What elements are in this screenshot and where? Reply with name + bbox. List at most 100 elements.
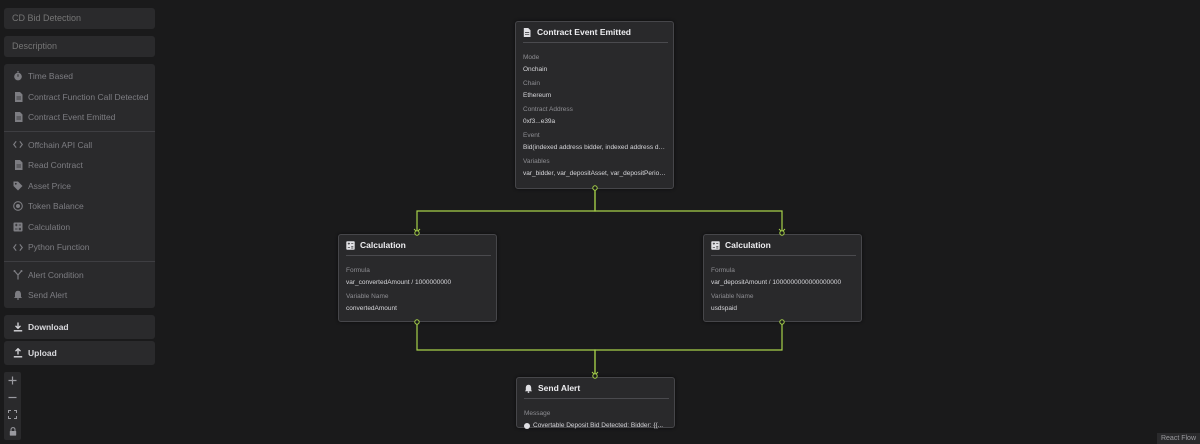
palette-item-label: Read Contract [28,160,83,171]
palette-item-label: Contract Event Emitted [28,112,116,123]
node-title: Calculation [725,240,771,250]
divider [4,260,155,262]
file-icon [13,160,23,171]
field-label: Chain [523,80,540,87]
coins-icon [13,201,23,212]
palette-item-label: Send Alert [28,290,68,301]
calculator-icon [711,240,720,250]
palette-item-label: Asset Price [28,180,71,191]
palette-item-python-function[interactable]: Python Function [4,237,155,258]
field-label: Variable Name [346,293,389,300]
node-send-alert[interactable]: Send Alert Message Covertable Deposit Bi… [516,377,675,429]
plus-icon [8,372,17,390]
field-value: Bid(indexed address bidder, indexed addr… [523,144,666,151]
field-value: var_convertedAmount / 1000000000 [346,279,452,286]
calculator-icon [13,222,23,232]
palette-item-label: Calculation [28,221,71,232]
edge-event-to-calc-left[interactable] [416,188,596,232]
node-header: Calculation [339,235,496,255]
edge-calc-right-to-alert[interactable] [594,322,783,375]
bell-icon [524,384,533,393]
lock-icon [9,423,17,441]
branch-icon [13,269,23,280]
node-contract-event-emitted[interactable]: Contract Event Emitted Mode Onchain Chai… [515,21,674,189]
file-icon [13,112,23,123]
field-value: convertedAmount [346,305,397,312]
palette-item-label: Token Balance [28,201,84,212]
zoom-out-button[interactable] [4,389,21,406]
stopwatch-icon [13,71,23,81]
workflow-description-input[interactable] [4,36,155,57]
field-label: Contract Address [523,106,573,113]
palette-item-contract-event-emitted[interactable]: Contract Event Emitted [4,107,155,128]
palette-item-alert-condition[interactable]: Alert Condition [4,265,155,286]
lock-button[interactable] [4,423,21,440]
node-palette: Time Based Contract Function Call Detect… [4,64,155,308]
fit-view-icon [8,406,17,424]
download-icon [13,322,23,332]
tag-icon [13,181,23,191]
fit-view-button[interactable] [4,406,21,423]
node-body: Formula var_depositAmount / 100000000000… [704,256,861,312]
edge-calc-left-to-alert[interactable] [416,322,596,375]
palette-item-offchain-api-call[interactable]: Offchain API Call [4,135,155,156]
emoji-icon [524,422,530,429]
field-value: var_depositAmount / 1000000000000000000 [711,279,842,286]
palette-item-read-contract[interactable]: Read Contract [4,155,155,176]
upload-icon [13,348,23,358]
node-body: Formula var_convertedAmount / 1000000000… [339,256,496,312]
field-value: Onchain [523,66,548,73]
sidebar: Time Based Contract Function Call Detect… [0,0,160,444]
download-button[interactable]: Download [4,315,155,339]
field-value-row: Covertable Deposit Bid Detected: Bidder:… [524,422,667,429]
divider [524,398,669,399]
node-calculation-right[interactable]: Calculation Formula var_depositAmount / … [703,234,862,322]
file-icon [13,91,23,102]
palette-item-contract-function-call[interactable]: Contract Function Call Detected [4,87,155,108]
react-flow-attribution[interactable]: React Flow [1156,433,1200,444]
minus-icon [8,389,17,407]
field-label: Message [524,410,551,417]
field-value: Ethereum [523,92,552,99]
bell-icon [13,290,23,301]
upload-button[interactable]: Upload [4,341,155,365]
divider [346,255,491,256]
edge-event-to-calc-right[interactable] [594,188,783,232]
field-label: Variable Name [711,293,754,300]
palette-item-label: Contract Function Call Detected [28,91,149,102]
file-icon [523,27,532,37]
field-value: 0xf3...e39a [523,118,556,125]
field-label: Formula [711,267,735,274]
palette-item-send-alert[interactable]: Send Alert [4,285,155,306]
field-value: usdspaid [711,305,738,312]
node-title: Send Alert [538,383,581,393]
workflow-name-input[interactable] [4,8,155,29]
palette-item-asset-price[interactable]: Asset Price [4,176,155,197]
node-header: Contract Event Emitted [516,22,673,42]
node-title: Calculation [360,240,406,250]
zoom-in-button[interactable] [4,372,21,389]
palette-item-label: Offchain API Call [28,139,93,150]
node-calculation-left[interactable]: Calculation Formula var_convertedAmount … [338,234,497,322]
download-label: Download [28,322,69,332]
upload-label: Upload [28,348,57,358]
palette-item-token-balance[interactable]: Token Balance [4,196,155,217]
field-label: Formula [346,267,370,274]
node-body: Mode Onchain Chain Ethereum Contract Add… [516,43,673,177]
palette-item-time-based[interactable]: Time Based [4,66,155,87]
code-icon [13,140,23,150]
palette-item-label: Alert Condition [28,269,84,280]
divider [4,130,155,132]
palette-item-label: Python Function [28,242,90,253]
divider [523,42,668,43]
field-value: Covertable Deposit Bid Detected: Bidder:… [533,422,664,429]
canvas-controls [4,372,21,440]
field-label: Event [523,132,540,139]
divider [711,255,856,256]
palette-item-calculation[interactable]: Calculation [4,217,155,238]
field-label: Mode [523,54,540,61]
field-label: Variables [523,158,550,165]
node-body: Message Covertable Deposit Bid Detected:… [517,399,674,429]
node-title: Contract Event Emitted [537,27,631,37]
